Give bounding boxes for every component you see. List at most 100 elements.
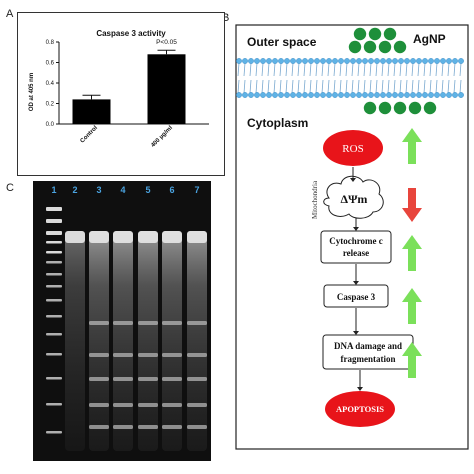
lipid-tail bbox=[345, 79, 348, 94]
lipid-head bbox=[350, 92, 356, 98]
lipid-tail bbox=[297, 62, 300, 77]
lipid-tail bbox=[255, 79, 258, 94]
lipid-tail bbox=[357, 62, 360, 77]
lane-smear bbox=[162, 231, 182, 451]
lipid-tail bbox=[249, 79, 252, 94]
arrowhead-5 bbox=[357, 387, 363, 391]
increase-arrow bbox=[402, 128, 422, 164]
lipid-head bbox=[452, 92, 458, 98]
lipid-tail bbox=[339, 62, 342, 77]
ladder-band bbox=[46, 299, 62, 302]
lipid-tail bbox=[339, 79, 342, 94]
lipid-tail bbox=[243, 79, 246, 94]
lipid-tail bbox=[453, 79, 456, 94]
agnp-particle bbox=[353, 27, 367, 41]
lipid-tail bbox=[261, 62, 264, 77]
ladder-band bbox=[46, 431, 62, 434]
ladder-band bbox=[46, 403, 62, 406]
ladder-band bbox=[46, 207, 62, 211]
lipid-tail bbox=[387, 62, 390, 77]
lipid-head bbox=[434, 58, 440, 64]
lipid-tail bbox=[375, 62, 378, 77]
lipid-head bbox=[374, 92, 380, 98]
cytoplasm-label: Cytoplasm bbox=[247, 116, 308, 130]
agnp-particle bbox=[393, 40, 407, 54]
lipid-tail bbox=[351, 79, 354, 94]
lipid-tail bbox=[279, 79, 282, 94]
panel-label-b: B bbox=[222, 12, 230, 24]
y-tick-label: 0.6 bbox=[46, 61, 55, 67]
agnp-particle bbox=[378, 101, 392, 115]
lipid-tail bbox=[285, 79, 288, 94]
lipid-head bbox=[410, 92, 416, 98]
lipid-tail bbox=[291, 62, 294, 77]
lipid-head bbox=[248, 58, 254, 64]
lipid-head bbox=[308, 58, 314, 64]
fragment-band bbox=[138, 377, 158, 381]
lipid-head bbox=[260, 58, 266, 64]
mitochondria-cloud bbox=[323, 175, 384, 219]
panel-label-a: A bbox=[6, 8, 14, 20]
lipid-tail bbox=[309, 79, 312, 94]
lipid-tail bbox=[321, 62, 324, 77]
agnp-particle bbox=[378, 40, 392, 54]
ladder-band bbox=[46, 241, 62, 244]
lipid-tail bbox=[387, 79, 390, 94]
agnp-label: AgNP bbox=[413, 32, 446, 46]
lipid-tail bbox=[399, 62, 402, 77]
cell-membrane bbox=[236, 58, 464, 98]
bar bbox=[147, 54, 186, 124]
lipid-tail bbox=[447, 79, 450, 94]
mitochondria-label: Mitochondria bbox=[311, 180, 319, 219]
lipid-head bbox=[374, 58, 380, 64]
lipid-head bbox=[440, 58, 446, 64]
lane-label: 4 bbox=[120, 185, 125, 195]
fragment-band bbox=[89, 377, 109, 381]
lipid-tail bbox=[453, 62, 456, 77]
dna-damage-label: DNA damage and bbox=[334, 341, 402, 351]
lipid-tail bbox=[393, 79, 396, 94]
lipid-head bbox=[266, 92, 272, 98]
lipid-head bbox=[278, 58, 284, 64]
fragment-band bbox=[138, 353, 158, 357]
lipid-head bbox=[326, 92, 332, 98]
lipid-tail bbox=[303, 62, 306, 77]
fragment-band bbox=[138, 403, 158, 407]
ladder-band bbox=[46, 315, 62, 318]
agnp-particle bbox=[393, 101, 407, 115]
lipid-head bbox=[428, 92, 434, 98]
y-tick-label: 0.4 bbox=[46, 81, 55, 87]
lipid-tail bbox=[369, 79, 372, 94]
lipid-tail bbox=[411, 79, 414, 94]
fragment-band bbox=[162, 321, 182, 325]
lipid-tail bbox=[237, 62, 240, 77]
lipid-tail bbox=[375, 79, 378, 94]
lipid-tail bbox=[363, 79, 366, 94]
lipid-head bbox=[416, 92, 422, 98]
lipid-head bbox=[344, 58, 350, 64]
arrowhead-3 bbox=[353, 281, 359, 285]
fragment-band bbox=[187, 353, 207, 357]
lipid-head bbox=[410, 58, 416, 64]
fragment-band bbox=[113, 377, 133, 381]
fragment-band bbox=[162, 425, 182, 429]
y-tick-label: 0.2 bbox=[46, 102, 55, 108]
lipid-tail bbox=[435, 79, 438, 94]
lipid-tail bbox=[315, 62, 318, 77]
lipid-head bbox=[428, 58, 434, 64]
fragment-band bbox=[187, 403, 207, 407]
lipid-head bbox=[284, 58, 290, 64]
caspase-3-label: Caspase 3 bbox=[337, 292, 376, 302]
lipid-tail bbox=[273, 62, 276, 77]
lipid-head bbox=[314, 58, 320, 64]
lipid-tail bbox=[249, 62, 252, 77]
genomic-band bbox=[138, 231, 158, 243]
fragment-band bbox=[89, 425, 109, 429]
lipid-head bbox=[332, 92, 338, 98]
lipid-head bbox=[302, 92, 308, 98]
lipid-tail bbox=[459, 79, 462, 94]
lipid-head bbox=[386, 92, 392, 98]
lipid-head bbox=[344, 92, 350, 98]
genomic-band bbox=[187, 231, 207, 243]
